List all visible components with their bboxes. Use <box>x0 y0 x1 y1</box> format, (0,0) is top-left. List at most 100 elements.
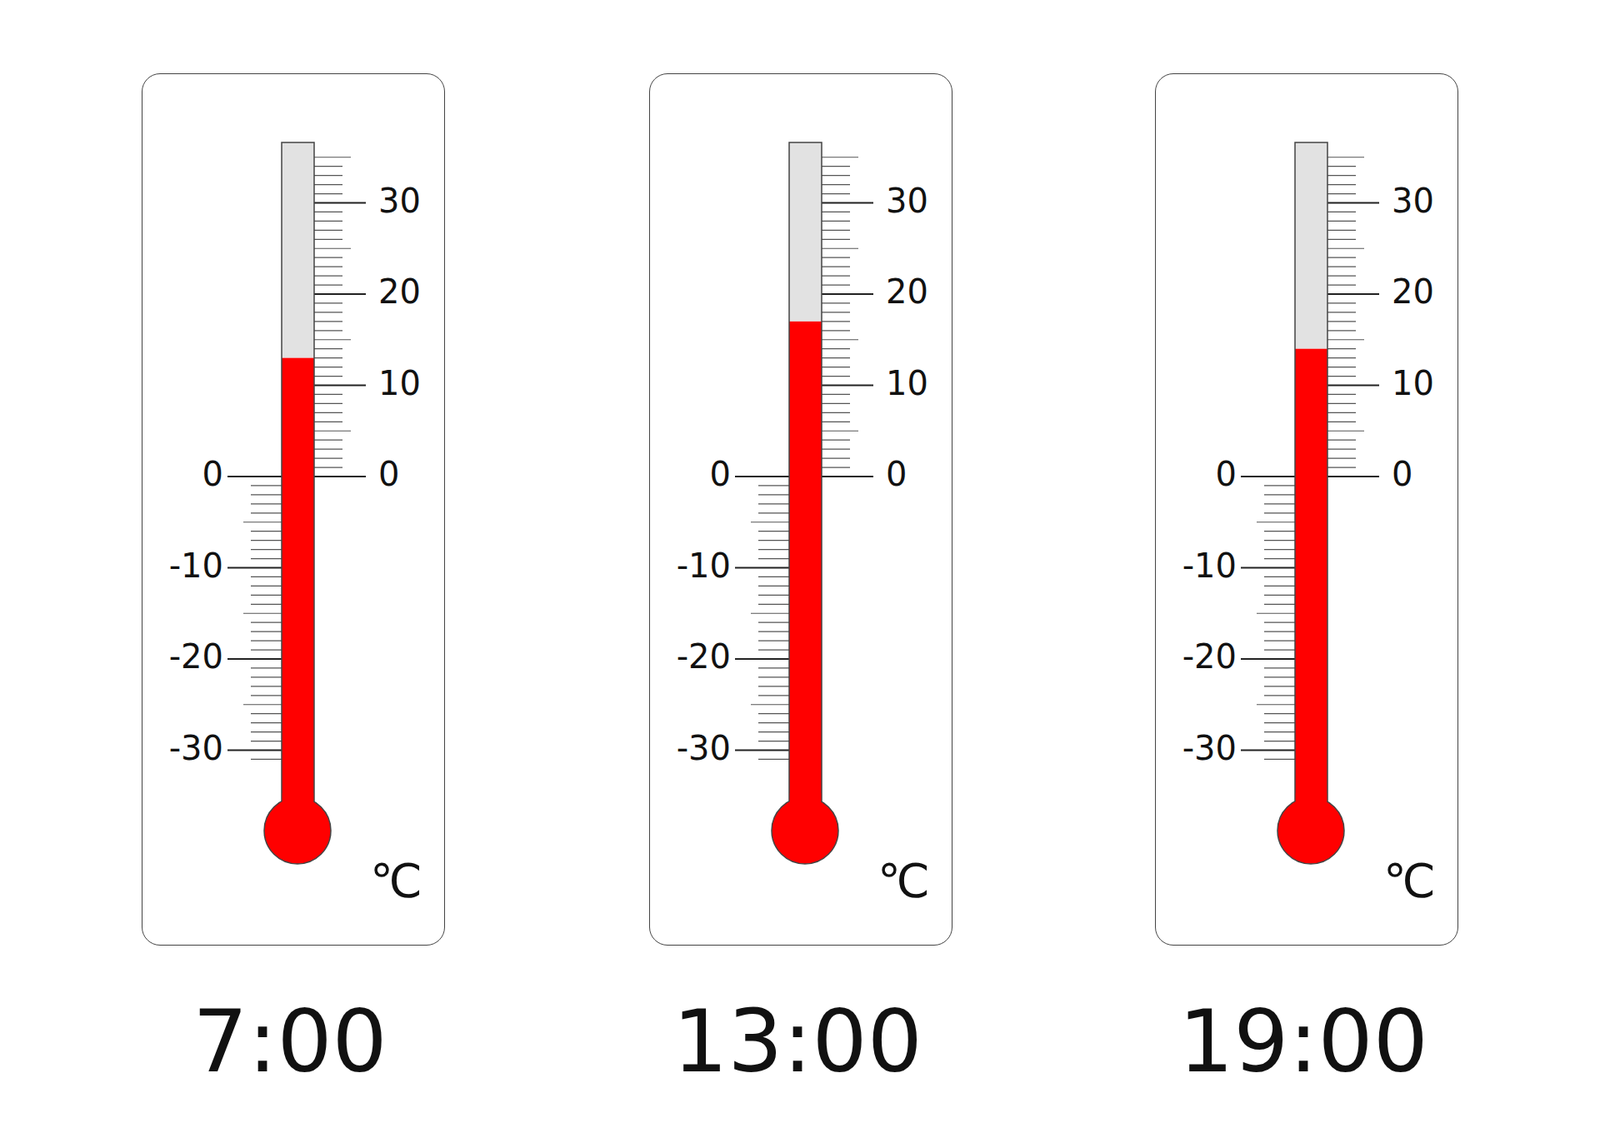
scale-tick <box>243 613 282 615</box>
scale-tick <box>1264 631 1295 633</box>
scale-tick <box>750 704 790 705</box>
scale-tick <box>1264 604 1295 605</box>
scale-tick <box>250 540 282 541</box>
scale-tick <box>758 695 790 696</box>
scale-tick <box>1264 585 1295 587</box>
scale-number: 0 <box>202 457 224 491</box>
scale-tick <box>314 220 343 222</box>
scale-tick <box>250 494 282 495</box>
scale-tick <box>314 266 343 268</box>
mercury-column <box>789 321 822 831</box>
scale-tick <box>250 585 282 587</box>
scale-tick <box>314 248 351 250</box>
scale-tick <box>1240 750 1295 752</box>
mercury-column <box>1295 349 1328 831</box>
scale-tick <box>314 230 343 231</box>
scale-tick <box>821 457 850 459</box>
thermometer-card: 30201000-10-20-30℃19:00 <box>1155 73 1459 946</box>
scale-tick <box>758 540 790 541</box>
scale-tick <box>1327 220 1356 222</box>
scale-tick <box>243 704 282 705</box>
scale-tick <box>314 385 366 387</box>
scale-tick <box>1264 740 1295 742</box>
tube-empty <box>281 142 315 359</box>
scale-tick <box>1264 549 1295 550</box>
scale-tick <box>758 622 790 624</box>
bulb-joint <box>282 793 314 810</box>
scale-tick <box>758 667 790 669</box>
scale-tick <box>758 595 790 596</box>
scale-tick <box>314 421 343 423</box>
scale-tick <box>1327 184 1356 185</box>
scale-tick <box>250 512 282 514</box>
scale-tick <box>1327 430 1365 432</box>
scale-tick <box>314 311 343 313</box>
scale-tick <box>758 740 790 742</box>
scale-tick <box>821 175 850 176</box>
scale-tick <box>758 558 790 560</box>
scale-tick <box>758 649 790 650</box>
scale-tick <box>250 722 282 724</box>
scale-tick <box>1264 512 1295 514</box>
scale-tick <box>1327 239 1356 240</box>
scale-tick <box>250 503 282 505</box>
scale-tick <box>1327 275 1356 277</box>
scale-tick <box>758 631 790 633</box>
scale-tick <box>1327 311 1356 313</box>
scale-tick <box>750 521 790 523</box>
scale-tick <box>314 449 343 450</box>
scale-tick <box>250 731 282 733</box>
scale-tick <box>821 475 874 478</box>
scale-tick <box>821 220 850 222</box>
scale-tick <box>821 230 850 231</box>
scale-tick <box>250 695 282 696</box>
tube-empty <box>1295 142 1328 350</box>
scale-tick <box>735 750 790 752</box>
scale-tick <box>1264 722 1295 724</box>
scale-tick <box>250 485 282 486</box>
unit-label: ℃ <box>877 858 930 905</box>
scale-tick <box>250 576 282 578</box>
scale-tick <box>1264 667 1295 669</box>
scale-tick <box>314 211 343 213</box>
scale-tick <box>1264 494 1295 495</box>
scale-tick <box>227 567 282 570</box>
scale-tick <box>758 512 790 514</box>
scale-tick <box>821 320 850 322</box>
scale-tick <box>750 613 790 615</box>
scale-tick <box>314 412 343 414</box>
scale-number: -20 <box>169 640 224 674</box>
scale-tick <box>1327 230 1356 231</box>
thermometer-card: 30201000-10-20-30℃7:00 <box>141 73 445 946</box>
scale-tick <box>314 348 343 350</box>
scale-number: -30 <box>676 731 731 765</box>
thermometer-card: 30201000-10-20-30℃13:00 <box>649 73 953 946</box>
scale-tick <box>735 567 790 570</box>
scale-number: 0 <box>1215 457 1237 491</box>
unit-label: ℃ <box>1383 858 1436 905</box>
scale-tick <box>821 357 850 359</box>
scale-tick <box>758 585 790 587</box>
scale-number: 20 <box>1391 275 1435 309</box>
tube-outline <box>281 142 315 806</box>
scale-tick <box>1264 576 1295 578</box>
scale-tick <box>314 184 343 185</box>
time-label: 7:00 <box>192 998 388 1085</box>
scale-tick <box>821 385 874 387</box>
scale-number: -20 <box>676 640 731 674</box>
scale-number: 0 <box>1391 457 1413 491</box>
scale-tick <box>1327 193 1356 195</box>
scale-number: -10 <box>676 549 731 583</box>
scale-tick <box>1327 375 1356 377</box>
scale-tick <box>314 275 343 277</box>
scale-tick <box>735 658 790 660</box>
scale-number: 20 <box>885 275 929 309</box>
scale-tick <box>1240 567 1295 570</box>
scale-tick <box>314 239 343 240</box>
scale-tick <box>821 165 850 167</box>
scale-tick <box>1240 658 1295 660</box>
scale-tick <box>758 685 790 687</box>
scale-tick <box>250 604 282 605</box>
scale-tick <box>1256 521 1295 523</box>
